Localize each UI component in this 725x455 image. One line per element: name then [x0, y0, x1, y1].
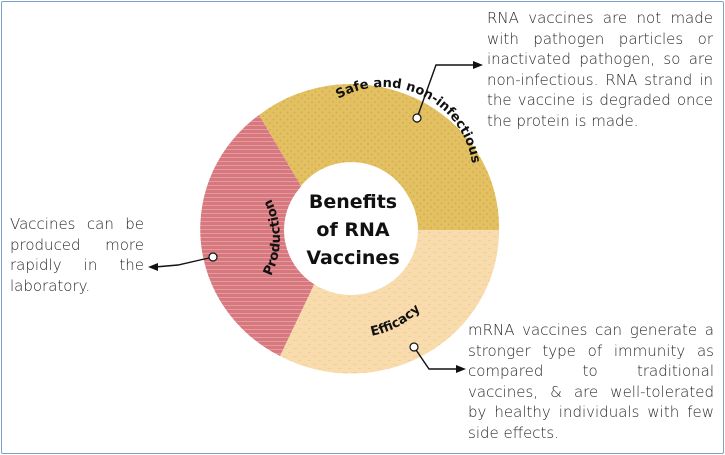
description-safe: RNA vaccines are not made with pathogen … [487, 9, 713, 130]
description-production: Vaccines can be produced more rapidly in… [10, 215, 144, 295]
segment-safe-and-non-infectious [259, 83, 500, 230]
description-efficacy: mRNA vaccines can generate a stronger ty… [468, 321, 714, 442]
connector-safe [412, 61, 483, 123]
connector-efficacy [409, 342, 466, 373]
segment-efficacy [280, 230, 500, 374]
center-title-line-3: Vaccines [306, 247, 399, 269]
center-circle [284, 165, 418, 295]
segment-label-production: Production [261, 197, 284, 278]
center-title-line-2: of RNA [316, 219, 389, 241]
segment-production [200, 115, 322, 356]
center-title-line-1: Benefits [309, 191, 397, 213]
connector-production [148, 252, 218, 271]
